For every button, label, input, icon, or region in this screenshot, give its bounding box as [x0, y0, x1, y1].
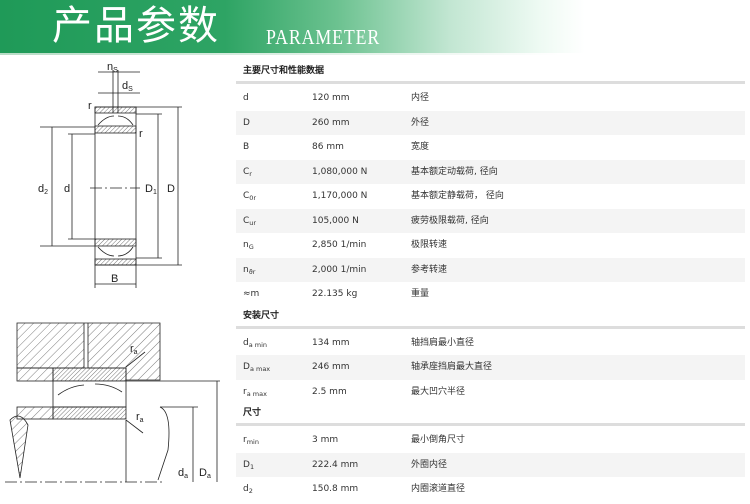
param-symbol: da min — [243, 337, 268, 349]
header-banner: 产品参数 PARAMETER — [0, 0, 750, 53]
param-symbol: Da max — [243, 362, 271, 373]
param-value: 1,170,000 N — [312, 191, 368, 201]
label-D1: D1 — [145, 183, 157, 196]
section-title: 安装尺寸 — [243, 310, 280, 321]
param-symbol: d — [243, 93, 249, 103]
banner-divider — [0, 53, 560, 55]
table-row: ra max 2.5 mm 最大凹穴半径 — [236, 380, 745, 405]
param-description: 外径 — [411, 117, 430, 128]
table-row: nϑr 2,000 1/min 参考转速 — [236, 257, 745, 282]
param-value: 1,080,000 N — [312, 166, 368, 177]
section-divider — [236, 325, 745, 329]
param-description: 基本额定静载荷， 径向 — [411, 191, 504, 201]
mounting-diagram: ra ra da Da — [5, 322, 220, 483]
param-value: 105,000 N — [312, 215, 359, 226]
param-description: 重量 — [411, 289, 430, 299]
label-d: d — [64, 183, 70, 195]
param-symbol: C0r — [243, 191, 257, 202]
param-symbol: nG — [243, 240, 254, 251]
param-description: 参考转速 — [411, 264, 448, 275]
table-row: Da max 246 mm 轴承座挡肩最大直径 — [236, 355, 745, 380]
param-value: 260 mm — [312, 117, 350, 128]
section-title: 主要尺寸和性能数据 — [243, 66, 325, 76]
table-row: D1 222.4 mm 外圈内径 — [236, 452, 745, 477]
param-value: 2,850 1/min — [312, 240, 367, 250]
param-description: 最小倒角尺寸 — [411, 435, 466, 445]
label-ds: dS — [122, 80, 133, 93]
param-value: 2.5 mm — [312, 386, 347, 397]
label-ns: nS — [107, 61, 118, 74]
param-description: 轴挡肩最小直径 — [411, 337, 475, 348]
param-symbol: Cr — [243, 166, 252, 178]
param-value: 86 mm — [312, 142, 344, 152]
param-value: 246 mm — [312, 362, 350, 372]
table-row: nG 2,850 1/min 极限转速 — [236, 233, 745, 258]
param-description: 轴承座挡肩最大直径 — [411, 362, 493, 372]
section-divider — [236, 423, 745, 426]
section-divider — [236, 81, 745, 84]
param-description: 内圈滚道直径 — [411, 484, 466, 494]
banner-title-en: PARAMETER — [266, 25, 381, 49]
label-r-inner: r — [139, 128, 143, 140]
banner-title-cn: 产品参数 — [52, 3, 220, 49]
table-row: Cur 105,000 N 疲劳极限载荷, 径向 — [236, 208, 745, 233]
table-row: C0r 1,170,000 N 基本额定静载荷， 径向 — [236, 184, 745, 209]
param-description: 极限转速 — [411, 240, 448, 250]
param-symbol: D1 — [243, 459, 255, 471]
param-symbol: B — [243, 142, 250, 152]
param-value: 2,000 1/min — [312, 264, 367, 275]
param-symbol: D — [243, 117, 250, 128]
param-value: 22.135 kg — [312, 289, 358, 299]
table-row: da min 134 mm 轴挡肩最小直径 — [236, 331, 745, 356]
table-row: B 86 mm 宽度 — [236, 135, 745, 160]
param-symbol: ra max — [243, 386, 267, 398]
table-row: D 260 mm 外径 — [236, 110, 745, 135]
section-title: 尺寸 — [243, 408, 262, 418]
param-description: 疲劳极限载荷, 径向 — [411, 215, 489, 226]
param-description: 最大凹穴半径 — [411, 386, 466, 397]
param-value: 134 mm — [312, 337, 350, 348]
param-description: 基本额定动载荷, 径向 — [411, 166, 498, 177]
param-symbol: d2 — [243, 484, 253, 495]
param-value: 150.8 mm — [312, 484, 359, 494]
param-symbol: rmin — [243, 435, 259, 446]
param-symbol: Cur — [243, 215, 257, 227]
param-symbol: ≈m — [243, 289, 260, 299]
label-ra-bottom: ra — [136, 411, 144, 424]
table-row: rmin 3 mm 最小倒角尺寸 — [236, 428, 745, 453]
param-value: 222.4 mm — [312, 459, 359, 470]
label-da: da — [178, 467, 188, 480]
param-description: 外圈内径 — [411, 459, 448, 470]
param-symbol: nϑr — [243, 264, 256, 276]
label-ra-top: ra — [130, 343, 138, 356]
label-d2: d2 — [38, 183, 48, 196]
label-Da: Da — [199, 467, 211, 480]
param-description: 宽度 — [411, 142, 430, 152]
bearing-cross-section-diagram: nS dS r r d2 d D1 D B — [38, 61, 182, 288]
label-r-outer: r — [88, 100, 92, 112]
param-description: 内径 — [411, 93, 430, 103]
table-row: ≈m 22.135 kg 重量 — [236, 282, 745, 307]
table-row: d 120 mm 内径 — [236, 86, 745, 111]
label-D: D — [167, 183, 175, 195]
table-row: Cr 1,080,000 N 基本额定动载荷, 径向 — [236, 159, 745, 184]
param-value: 120 mm — [312, 93, 350, 103]
label-B: B — [111, 273, 118, 285]
param-value: 3 mm — [312, 435, 339, 445]
table-row: d2 150.8 mm 内圈滚道直径 — [236, 477, 745, 502]
